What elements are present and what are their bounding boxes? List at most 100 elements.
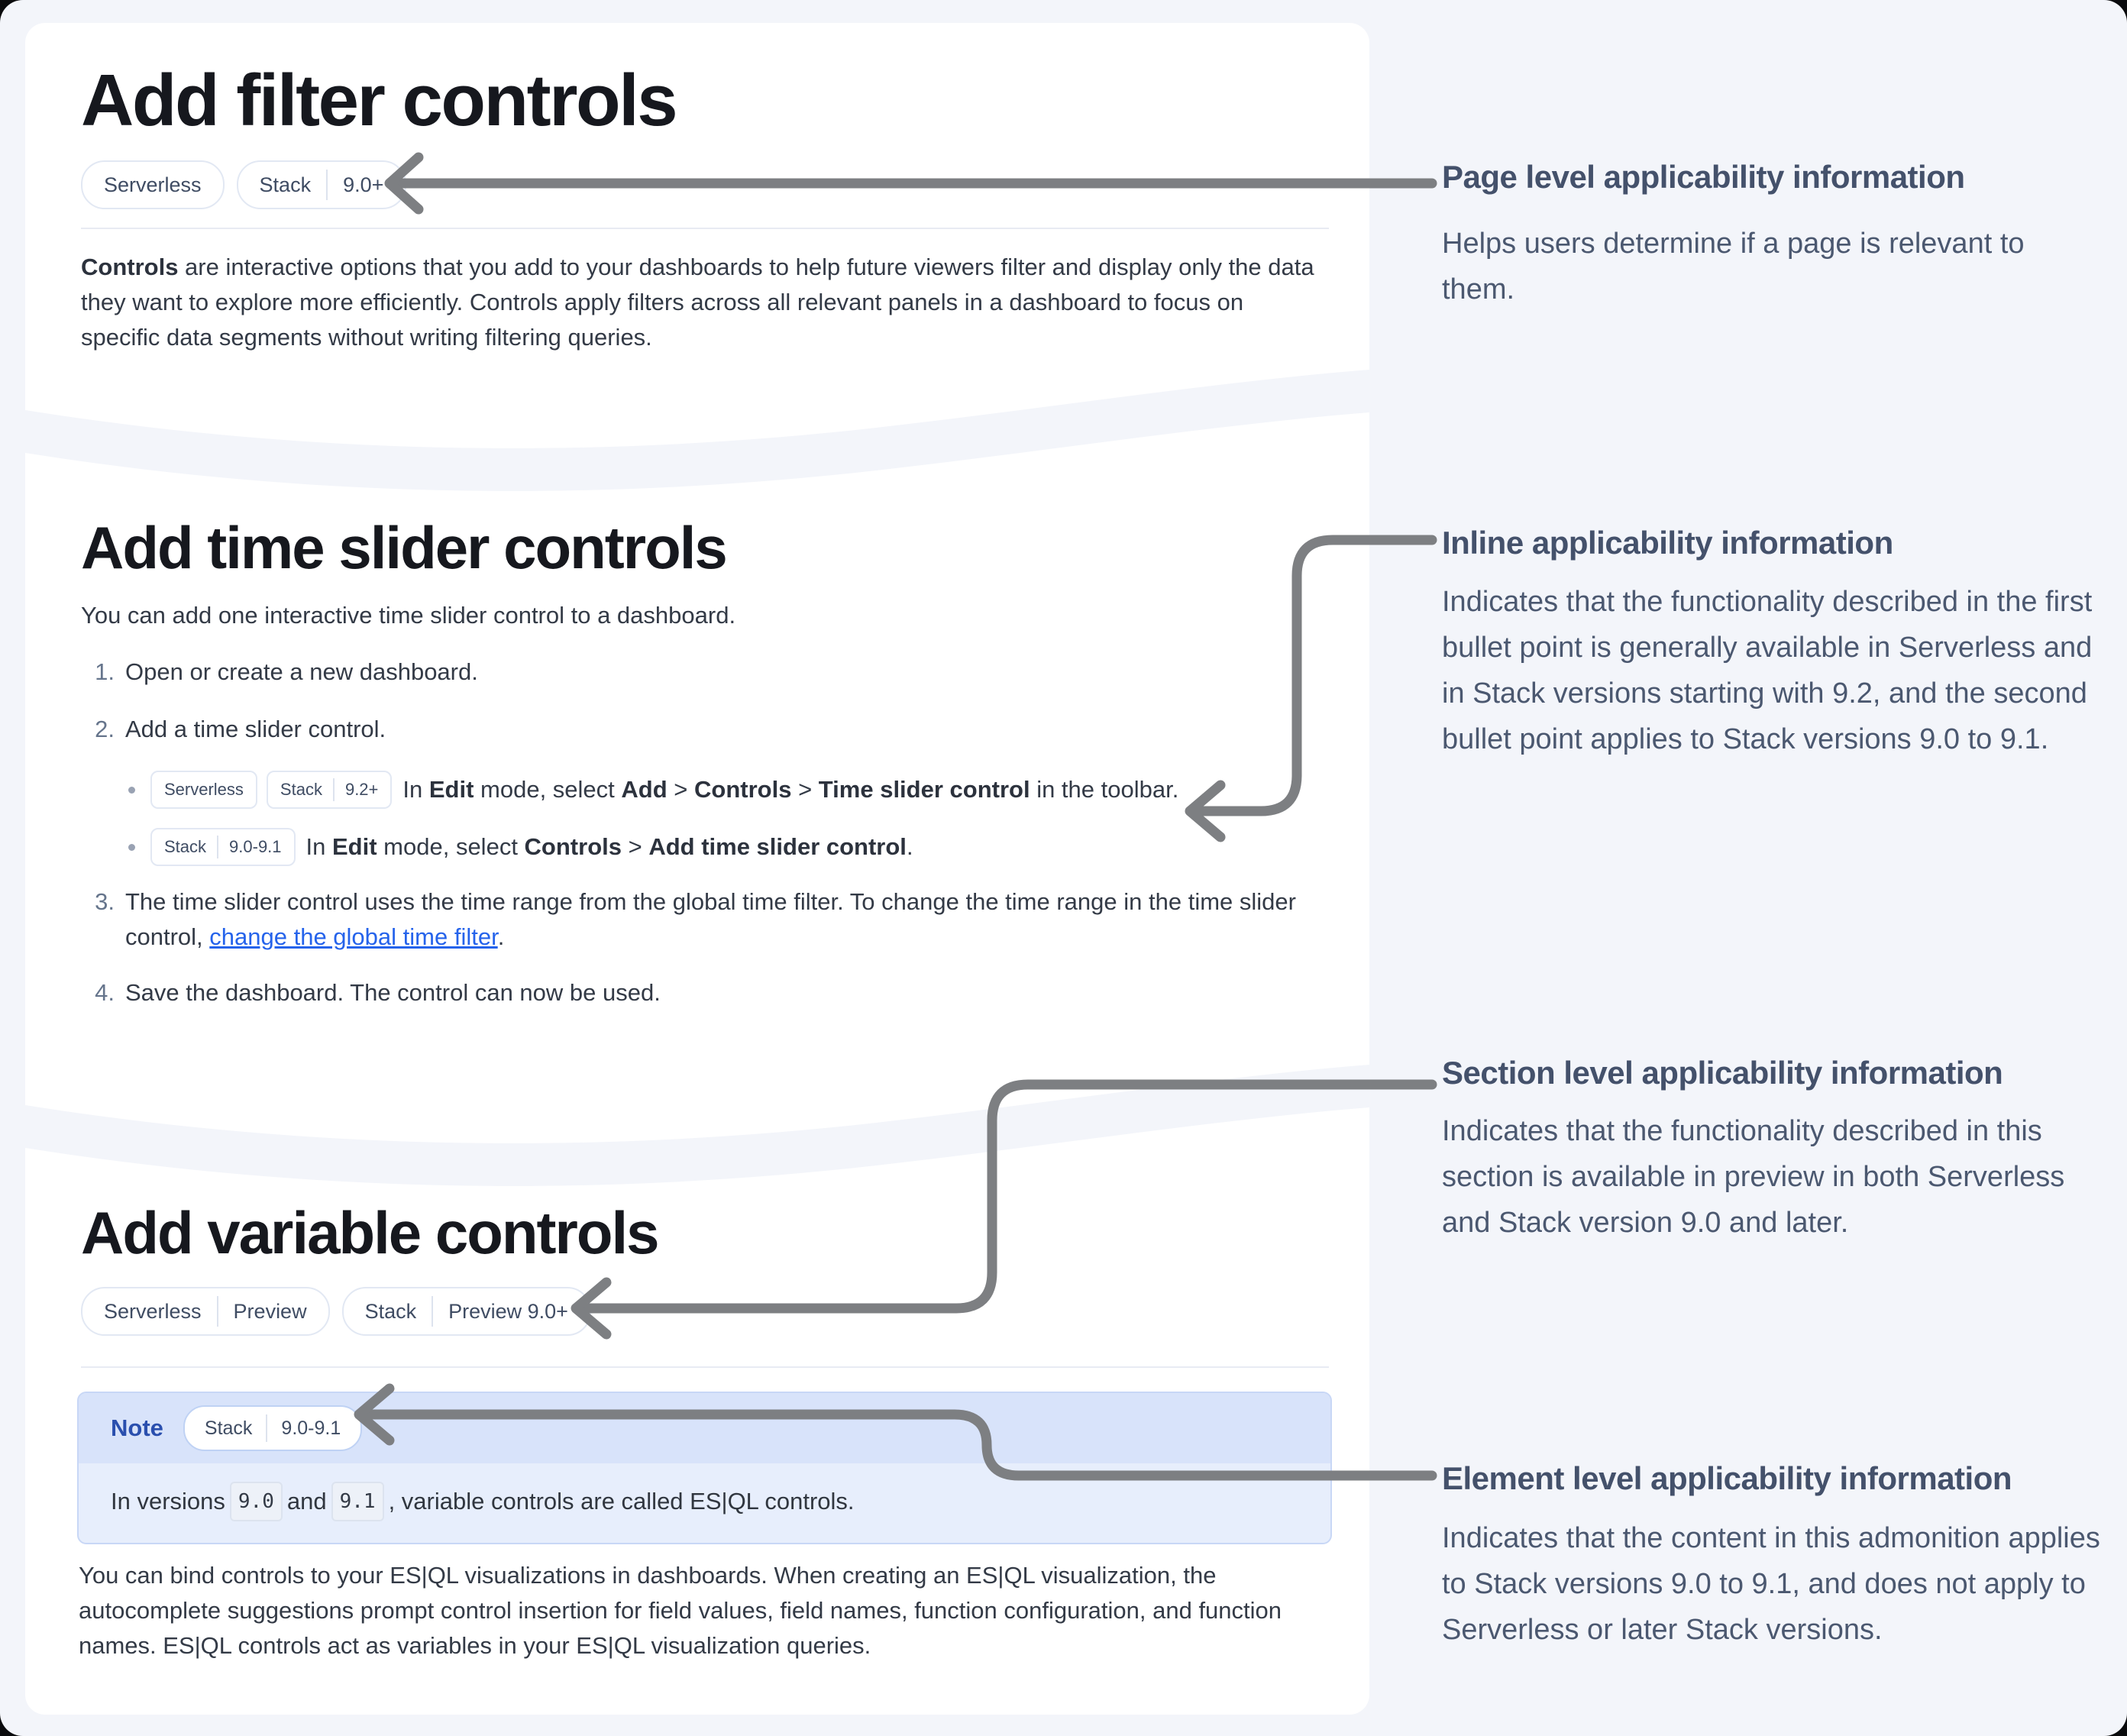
inline-applicability-badges: Stack 9.0-9.1 <box>150 828 296 866</box>
step-text: Add a time slider control. <box>125 712 386 747</box>
variable-controls-paragraph: You can bind controls to your ES|QL visu… <box>79 1562 1282 1659</box>
bullet-serverless-stack-92: Serverless Stack 9.2+ In Edit mode, select… <box>128 771 1178 809</box>
step-number: 3. <box>95 888 115 915</box>
badge-part-label: Serverless <box>104 1299 202 1323</box>
note-label: Note <box>111 1414 163 1441</box>
annotation-title-section-level: Section level applicability information <box>1442 1055 2003 1091</box>
applicability-badge: Serverless <box>81 160 225 209</box>
step-4: 4. Save the dashboard. The control can n… <box>81 975 1318 1010</box>
inline-code: 9.0 <box>229 1482 283 1521</box>
text: , variable controls are called ES|QL con… <box>388 1488 855 1515</box>
step-number: 2. <box>95 716 115 742</box>
badge-part-label: Serverless <box>164 780 244 799</box>
text: are interactive options that you add to … <box>81 254 1314 351</box>
badge-separator <box>332 778 335 801</box>
bullet-icon <box>128 843 135 851</box>
annotation-body-section-level: Indicates that the functionality describ… <box>1442 1115 2065 1239</box>
badge-separator <box>266 1414 268 1442</box>
badge-part-label: Stack <box>164 837 207 856</box>
badge-part-label: Stack <box>364 1299 417 1323</box>
text: Open or create a new dashboard. <box>125 658 478 685</box>
annotation-body-element-level: Indicates that the content in this admon… <box>1442 1522 2100 1646</box>
bold-text: Controls <box>524 833 622 860</box>
text: In versions <box>111 1488 225 1515</box>
bullet-icon <box>128 786 135 794</box>
section-title-time-slider: Add time slider controls <box>81 514 728 581</box>
time-slider-intro: You can add one interactive time slider … <box>81 602 736 629</box>
note-header: Note Stack 9.0-9.1 <box>79 1393 1330 1463</box>
applicability-badge: Stack Preview 9.0+ <box>341 1287 591 1336</box>
step-text: The time slider control uses the time ra… <box>125 884 1301 955</box>
annotation-body-page-level: Helps users determine if a page is relev… <box>1442 228 2025 305</box>
applicability-badge: Serverless Preview <box>81 1287 330 1336</box>
text: In <box>305 833 332 860</box>
bold-text: Time slider control <box>818 776 1030 803</box>
bold-text: Edit <box>332 833 377 860</box>
section-title-variable: Add variable controls <box>81 1199 660 1266</box>
applicability-badge: Stack 9.0-9.1 <box>150 828 296 866</box>
badge-separator <box>432 1296 434 1327</box>
divider <box>81 1366 1329 1368</box>
badge-part-label: 9.0-9.1 <box>229 837 282 856</box>
text: > <box>621 833 649 860</box>
text: . <box>906 833 913 860</box>
badge-part-label: 9.0-9.1 <box>281 1417 341 1439</box>
step-text: Open or create a new dashboard. <box>125 655 478 690</box>
step-number: 4. <box>95 979 115 1006</box>
applicability-badge: Serverless <box>150 771 257 809</box>
bold-text: Controls <box>694 776 792 803</box>
text: > <box>667 776 695 803</box>
intro-paragraph: Controls are interactive options that yo… <box>81 250 1314 355</box>
step-1: 1. Open or create a new dashboard. <box>81 655 1318 690</box>
text: . <box>497 923 505 950</box>
text: The time slider control uses the time ra… <box>125 888 1296 950</box>
note-admonition: Note Stack 9.0-9.1 In versions 9.0 and 9.… <box>77 1392 1332 1544</box>
link-change-global-time-filter[interactable]: change the global time filter <box>209 923 498 950</box>
badge-separator <box>217 836 219 858</box>
inline-applicability-badges: Serverless Stack 9.2+ <box>150 771 393 809</box>
annotation-title-element-level: Element level applicability information <box>1442 1460 2012 1496</box>
applicability-badge: Stack 9.2+ <box>266 771 393 809</box>
badge-part-label: Stack <box>259 173 312 196</box>
inline-code: 9.1 <box>331 1482 384 1521</box>
badge-part-label: Preview <box>233 1299 307 1323</box>
text: mode, select <box>474 776 622 803</box>
annotation-title-inline: Inline applicability information <box>1442 525 1893 561</box>
badge-part-label: Preview 9.0+ <box>448 1299 568 1323</box>
note-applicability-badge: Stack 9.0-9.1 <box>183 1405 363 1451</box>
applicability-badge: Stack 9.0+ <box>236 160 407 209</box>
section-applicability-badges: Serverless Preview Stack Preview 9.0+ <box>81 1287 591 1336</box>
badge-part-label: 9.2+ <box>344 780 379 799</box>
badge-separator <box>326 170 328 200</box>
divider <box>81 228 1329 229</box>
badge-part-label: Stack <box>204 1417 253 1439</box>
applicability-badge: Stack 9.0-9.1 <box>183 1405 363 1451</box>
annotation-title-page-level: Page level applicability information <box>1442 159 1965 195</box>
bullet-text: In Edit mode, select Add > Controls > Ti… <box>402 772 1178 807</box>
bold-text: Add time slider control <box>648 833 907 860</box>
bullet-text: In Edit mode, select Controls > Add time… <box>306 829 913 865</box>
step-2: 2. Add a time slider control. <box>81 712 1318 747</box>
step-number: 1. <box>95 658 115 685</box>
badge-separator <box>216 1296 218 1327</box>
bold-text: Add <box>621 776 668 803</box>
annotation-body-inline: Indicates that the functionality describ… <box>1442 586 2093 755</box>
note-text: In versions 9.0 and 9.1, variable contro… <box>79 1463 1330 1543</box>
text: and <box>286 1488 327 1515</box>
step-3: 3. The time slider control uses the time… <box>81 884 1318 955</box>
badge-part-label: 9.0+ <box>343 173 384 196</box>
bullet-stack-90-91: Stack 9.0-9.1 In Edit mode, select Contro… <box>128 828 913 866</box>
text: Save the dashboard. The control can now … <box>125 979 661 1006</box>
page-applicability-badges: Serverless Stack 9.0+ <box>81 160 407 209</box>
page-title: Add filter controls <box>81 60 678 141</box>
bold-text: Edit <box>428 776 474 803</box>
step-text: Save the dashboard. The control can now … <box>125 975 661 1010</box>
bold-text: Controls <box>81 254 179 280</box>
text: in the toolbar. <box>1030 776 1179 803</box>
badge-part-label: Serverless <box>104 173 202 196</box>
text: > <box>791 776 819 803</box>
badge-part-label: Stack <box>280 780 322 799</box>
text: In <box>402 776 429 803</box>
text: mode, select <box>377 833 525 860</box>
